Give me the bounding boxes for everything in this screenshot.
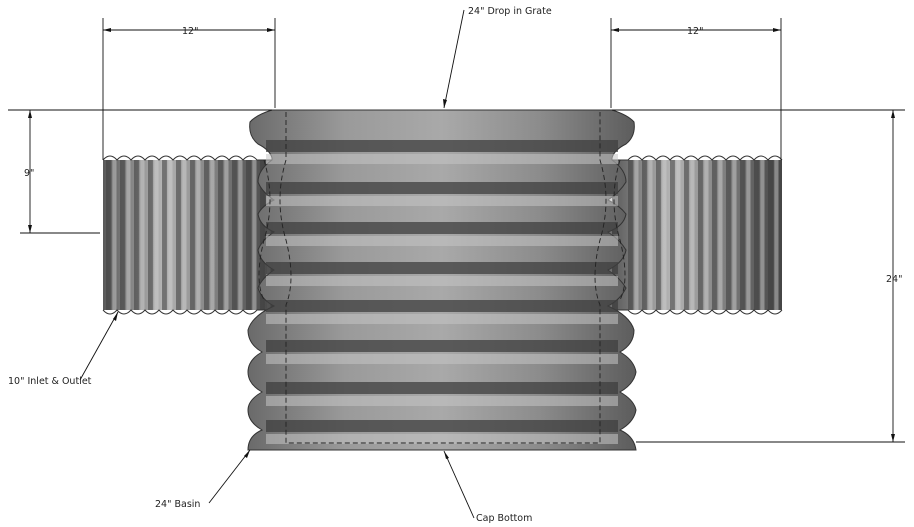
pipe-rib [148, 160, 153, 310]
pipe-rib-highlight [662, 160, 667, 310]
pipe-rib-highlight [746, 160, 751, 310]
pipe-rib [246, 160, 251, 310]
basin-corrugation-band [266, 182, 618, 194]
pipe-rib-highlight [168, 160, 173, 310]
pipe-rib-highlight [210, 160, 215, 310]
pipe-rib [120, 160, 125, 310]
basin-corrugation-highlight [266, 396, 618, 406]
pipe-rib-highlight [634, 160, 639, 310]
pipe-rib-highlight [224, 160, 229, 310]
basin-corrugation-band [266, 382, 618, 394]
dimension-lines [8, 18, 905, 443]
pipe-rib-highlight [196, 160, 201, 310]
basin-corrugation-band [266, 340, 618, 352]
pipe-rib-highlight [760, 160, 765, 310]
basin-corrugation-band [266, 140, 618, 152]
label-left-dim: 9" [24, 168, 34, 179]
basin-corrugation-band [266, 262, 618, 274]
pipe-rib [684, 160, 689, 310]
pipe-rib-highlight [732, 160, 737, 310]
pipe-rib-highlight [154, 160, 159, 310]
pipe-rib [642, 160, 647, 310]
pipe-rib-highlight [266, 160, 271, 310]
label-top-right-dim: 12" [687, 26, 703, 37]
right-outlet-pipe [612, 155, 783, 315]
basin-corrugation-highlight [266, 354, 618, 364]
pipe-rib [670, 160, 675, 310]
pipe-rib-highlight [140, 160, 145, 310]
pipe-rib [712, 160, 717, 310]
pipe-rib [190, 160, 195, 310]
label-basin: 24" Basin [155, 499, 200, 510]
basin-corrugation-highlight [266, 236, 618, 246]
basin-corrugation-band [266, 222, 618, 234]
basin-corrugation-highlight [266, 276, 618, 286]
label-inlet-outlet: 10" Inlet & Outlet [8, 376, 92, 387]
pipe-rib [698, 160, 703, 310]
pipe-rib [134, 160, 139, 310]
pipe-rib [740, 160, 745, 310]
leader-lines [79, 9, 475, 519]
basin-corrugation-band [266, 300, 618, 312]
pipe-rib [726, 160, 731, 310]
pipe-rib [218, 160, 223, 310]
pipe-rib [260, 160, 265, 310]
label-drop-in-grate: 24" Drop in Grate [468, 6, 552, 17]
pipe-rib [628, 160, 633, 310]
pipe-rib [232, 160, 237, 310]
basin-corrugation-band [266, 420, 618, 432]
pipe-rib [754, 160, 759, 310]
label-top-left-dim: 12" [182, 26, 198, 37]
pipe-rib-highlight [252, 160, 257, 310]
pipe-rib-highlight [676, 160, 681, 310]
pipe-rib-highlight [690, 160, 695, 310]
pipe-rib-highlight [704, 160, 709, 310]
pipe-rib [162, 160, 167, 310]
pipe-rib [204, 160, 209, 310]
basin-corrugation-highlight [266, 154, 618, 164]
basin-body [247, 109, 637, 451]
pipe-rib-highlight [182, 160, 187, 310]
pipe-rib-highlight [238, 160, 243, 310]
pipe-rib [656, 160, 661, 310]
label-cap-bottom: Cap Bottom [476, 513, 532, 524]
left-inlet-pipe [102, 155, 273, 315]
pipe-rib [106, 160, 111, 310]
pipe-rib [176, 160, 181, 310]
pipe-rib [768, 160, 773, 310]
pipe-rib-highlight [126, 160, 131, 310]
pipe-rib-highlight [648, 160, 653, 310]
pipe-rib-highlight [774, 160, 779, 310]
basin-corrugation-highlight [266, 196, 618, 206]
basin-corrugation-highlight [266, 314, 618, 324]
pipe-rib-highlight [112, 160, 117, 310]
label-right-dim: 24" [886, 274, 902, 285]
basin-corrugation-highlight [266, 434, 618, 444]
pipe-rib-highlight [718, 160, 723, 310]
